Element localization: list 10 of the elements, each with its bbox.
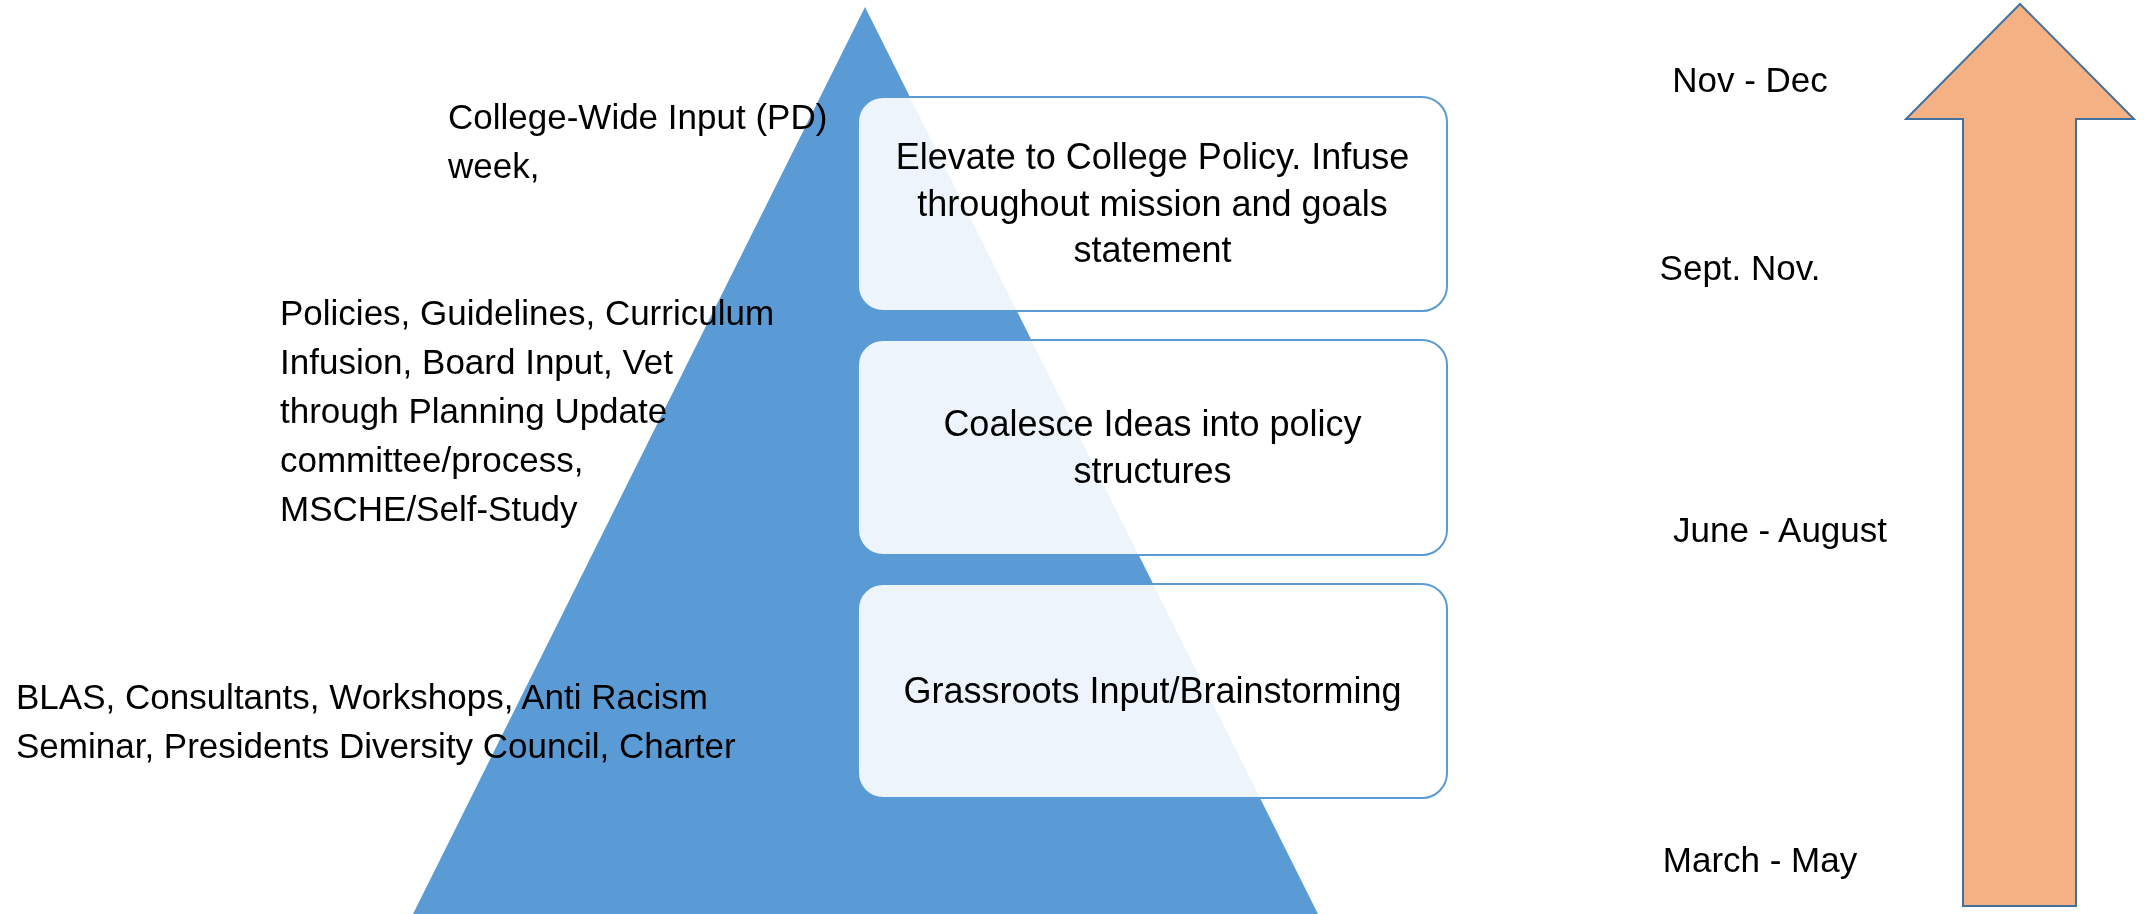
stage-text: Coalesce Ideas into policy structures xyxy=(942,401,1363,493)
stage-box xyxy=(857,339,1448,556)
time-label: March - May xyxy=(1661,839,1859,881)
stage-text: Elevate to College Policy. Infuse throughout mission and goals statement xyxy=(894,134,1411,273)
time-label: Sept. Nov. xyxy=(1658,247,1822,289)
time-label: Nov - Dec xyxy=(1671,59,1829,101)
stage-box xyxy=(857,96,1448,312)
stage-text: Grassroots Input/Brainstorming xyxy=(903,668,1402,713)
time-label: June - August xyxy=(1671,509,1888,551)
stage-box xyxy=(857,583,1448,799)
